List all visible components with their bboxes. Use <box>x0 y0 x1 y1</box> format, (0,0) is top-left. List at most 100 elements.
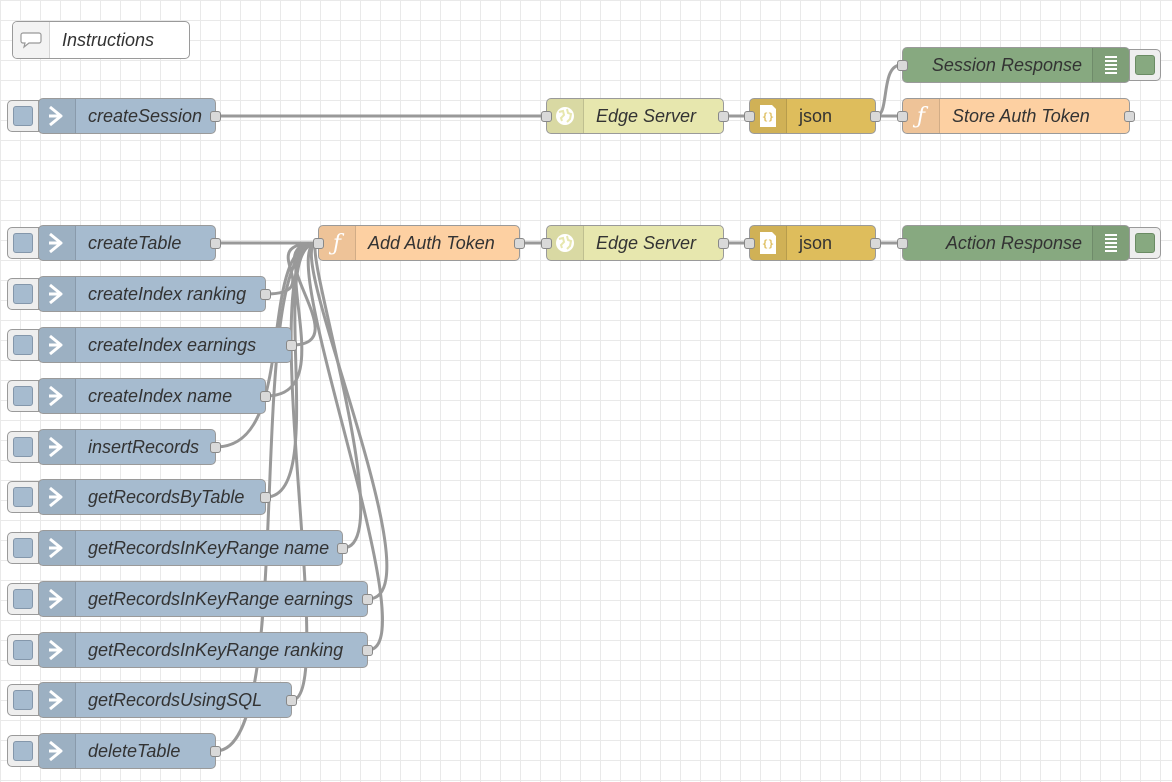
inject-trigger-button[interactable] <box>7 684 39 716</box>
inject-arrow-icon <box>39 734 76 768</box>
output-port[interactable] <box>718 111 729 122</box>
node-label: Session Response <box>931 54 1082 75</box>
inject-node-createsession[interactable]: createSession <box>7 98 221 134</box>
input-port[interactable] <box>744 238 755 249</box>
input-port[interactable] <box>541 238 552 249</box>
output-port[interactable] <box>286 340 297 351</box>
node-label: insertRecords <box>88 436 200 457</box>
output-port[interactable] <box>870 111 881 122</box>
inject-arrow-icon <box>39 480 76 514</box>
node-label: Store Auth Token <box>952 105 1090 126</box>
node-label: Edge Server <box>596 105 697 126</box>
svg-text:{}: {} <box>762 239 774 250</box>
input-port[interactable] <box>897 111 908 122</box>
inject-arrow-icon <box>39 328 76 362</box>
braces-icon: {} <box>750 226 787 260</box>
node-label: createIndex name <box>88 385 233 406</box>
globe-icon <box>547 226 584 260</box>
inject-node[interactable]: createIndex ranking <box>7 276 271 312</box>
node-label: createIndex earnings <box>88 334 257 355</box>
debug-node-action-response[interactable]: Action Response <box>897 225 1161 261</box>
inject-trigger-button[interactable] <box>7 634 39 666</box>
node-label: json <box>799 232 833 253</box>
inject-trigger-button[interactable] <box>7 380 39 412</box>
output-port[interactable] <box>210 238 221 249</box>
debug-toggle-button[interactable] <box>1129 227 1161 259</box>
inject-node[interactable]: getRecordsInKeyRange ranking <box>7 632 373 668</box>
inject-node[interactable]: getRecordsByTable <box>7 479 271 515</box>
wire <box>875 63 902 118</box>
wire <box>291 241 318 347</box>
inject-node[interactable]: getRecordsInKeyRange earnings <box>7 581 373 617</box>
inject-arrow-icon <box>39 226 76 260</box>
inject-arrow-icon <box>39 531 76 565</box>
http-node-edge-server[interactable]: Edge Server <box>541 225 729 261</box>
inject-node[interactable]: insertRecords <box>7 429 221 465</box>
json-node[interactable]: {} json <box>744 98 881 134</box>
http-node-edge-server[interactable]: Edge Server <box>541 98 729 134</box>
output-port[interactable] <box>260 391 271 402</box>
node-label: getRecordsUsingSQL <box>88 689 263 710</box>
json-node[interactable]: {} json <box>744 225 881 261</box>
inject-trigger-button[interactable] <box>7 100 39 132</box>
speech-bubble-icon <box>13 22 50 58</box>
output-port[interactable] <box>362 594 373 605</box>
output-port[interactable] <box>1124 111 1135 122</box>
output-port[interactable] <box>210 746 221 757</box>
node-label: Add Auth Token <box>368 232 495 253</box>
output-port[interactable] <box>260 492 271 503</box>
inject-node[interactable]: createIndex name <box>7 378 271 414</box>
debug-toggle-button[interactable] <box>1129 49 1161 81</box>
inject-trigger-button[interactable] <box>7 735 39 767</box>
inject-trigger-button[interactable] <box>7 278 39 310</box>
input-port[interactable] <box>897 60 908 71</box>
output-port[interactable] <box>362 645 373 656</box>
input-port[interactable] <box>744 111 755 122</box>
list-icon <box>1092 48 1129 82</box>
node-label: getRecordsInKeyRange name <box>88 537 330 558</box>
inject-node[interactable]: getRecordsUsingSQL <box>7 682 297 718</box>
output-port[interactable] <box>286 695 297 706</box>
output-port[interactable] <box>260 289 271 300</box>
inject-node[interactable]: getRecordsInKeyRange name <box>7 530 348 566</box>
debug-node-session-response[interactable]: Session Response <box>897 47 1161 83</box>
output-port[interactable] <box>210 111 221 122</box>
comment-node-instructions[interactable]: Instructions <box>12 21 190 59</box>
inject-trigger-button[interactable] <box>7 227 39 259</box>
output-port[interactable] <box>870 238 881 249</box>
output-port[interactable] <box>718 238 729 249</box>
output-port[interactable] <box>210 442 221 453</box>
inject-trigger-button[interactable] <box>7 532 39 564</box>
wire <box>313 241 363 550</box>
inject-trigger-button[interactable] <box>7 481 39 513</box>
inject-arrow-icon <box>39 277 76 311</box>
output-port[interactable] <box>514 238 525 249</box>
inject-node[interactable]: createTable <box>7 225 221 261</box>
inject-trigger-button[interactable] <box>7 583 39 615</box>
inject-trigger-button[interactable] <box>7 431 39 463</box>
input-port[interactable] <box>897 238 908 249</box>
function-icon: ƒ <box>319 226 356 260</box>
output-port[interactable] <box>337 543 348 554</box>
input-port[interactable] <box>313 238 324 249</box>
inject-arrow-icon <box>39 99 76 133</box>
list-icon <box>1092 226 1129 260</box>
inject-node[interactable]: createIndex earnings <box>7 327 297 363</box>
wire <box>265 241 318 398</box>
inject-arrow-icon <box>39 379 76 413</box>
svg-text:{}: {} <box>762 112 774 123</box>
node-label: getRecordsByTable <box>88 486 245 507</box>
svg-text:ƒ: ƒ <box>912 104 929 128</box>
node-label: json <box>799 105 833 126</box>
function-node-add-auth-token[interactable]: ƒ Add Auth Token <box>313 225 525 261</box>
inject-trigger-button[interactable] <box>7 329 39 361</box>
input-port[interactable] <box>541 111 552 122</box>
wire <box>265 241 318 499</box>
node-label: createIndex ranking <box>88 283 247 304</box>
svg-text:ƒ: ƒ <box>328 231 345 255</box>
node-label: createTable <box>88 232 182 253</box>
function-node-store-auth-token[interactable]: ƒ Store Auth Token <box>897 98 1135 134</box>
inject-arrow-icon <box>39 633 76 667</box>
inject-arrow-icon <box>39 430 76 464</box>
inject-node[interactable]: deleteTable <box>7 733 221 769</box>
